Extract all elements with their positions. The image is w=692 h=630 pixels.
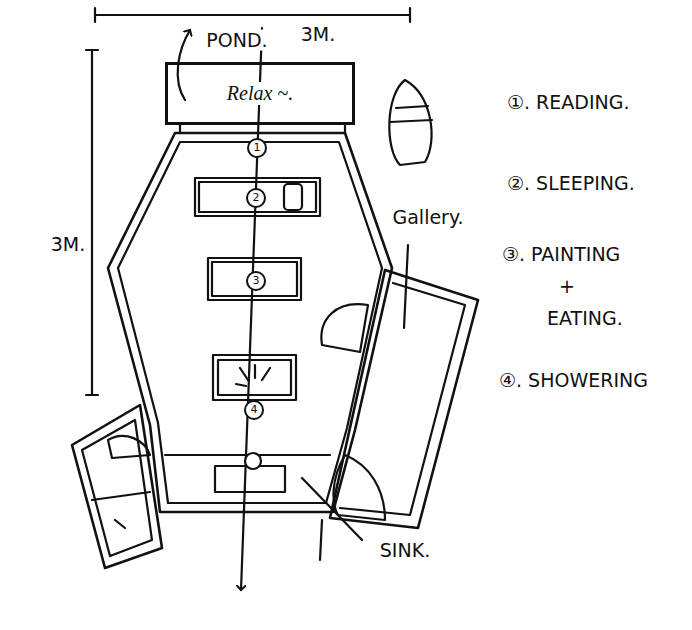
legend-text: ②. SLEEPING.	[505, 173, 637, 194]
deck-box: Relax ~.	[165, 62, 355, 125]
side-room	[72, 405, 162, 568]
node-text: Relax ~.	[224, 82, 296, 105]
label-text: SINK.	[378, 540, 432, 561]
table-inner	[212, 262, 297, 296]
door-swing	[108, 436, 150, 458]
gallery-wall-inner	[340, 283, 465, 515]
bed-inner	[199, 182, 316, 212]
dimension-line	[86, 50, 98, 395]
dimension-text: 3M.	[49, 234, 88, 255]
pillow	[284, 184, 302, 210]
boat-seat	[390, 106, 432, 122]
pond-arrow	[178, 30, 190, 100]
label-text: POND.	[204, 30, 269, 51]
legend-text: ①. READING.	[505, 92, 632, 113]
callout-number: 4	[244, 400, 264, 420]
leader-line	[302, 478, 362, 540]
callout-number: 3	[246, 271, 266, 291]
door-swing	[321, 304, 368, 352]
sink-counter	[215, 466, 285, 492]
leader-line	[404, 245, 408, 328]
room-detail	[92, 492, 150, 528]
door-swing	[334, 455, 385, 520]
deck-post	[180, 125, 345, 133]
callout-number: 2	[246, 188, 266, 208]
dimension-line	[95, 8, 410, 22]
dimension-text: 3M.	[299, 24, 338, 45]
legend-text: +	[557, 276, 577, 297]
callout-circle	[245, 453, 261, 469]
legend-text: ③. PAINTING	[500, 244, 622, 265]
label-text: Gallery.	[391, 207, 466, 228]
shower	[213, 355, 296, 400]
table	[208, 258, 301, 300]
axis-line	[241, 28, 262, 590]
bed	[195, 178, 320, 216]
shower-inner	[218, 360, 291, 395]
side-room-inner	[82, 420, 152, 556]
shower-spray	[236, 365, 270, 386]
callout-number: 1	[247, 138, 267, 158]
legend-text: EATING.	[545, 308, 625, 329]
leader-line	[320, 520, 322, 560]
boat	[389, 80, 431, 165]
legend-text: ④. SHOWERING	[497, 370, 650, 391]
